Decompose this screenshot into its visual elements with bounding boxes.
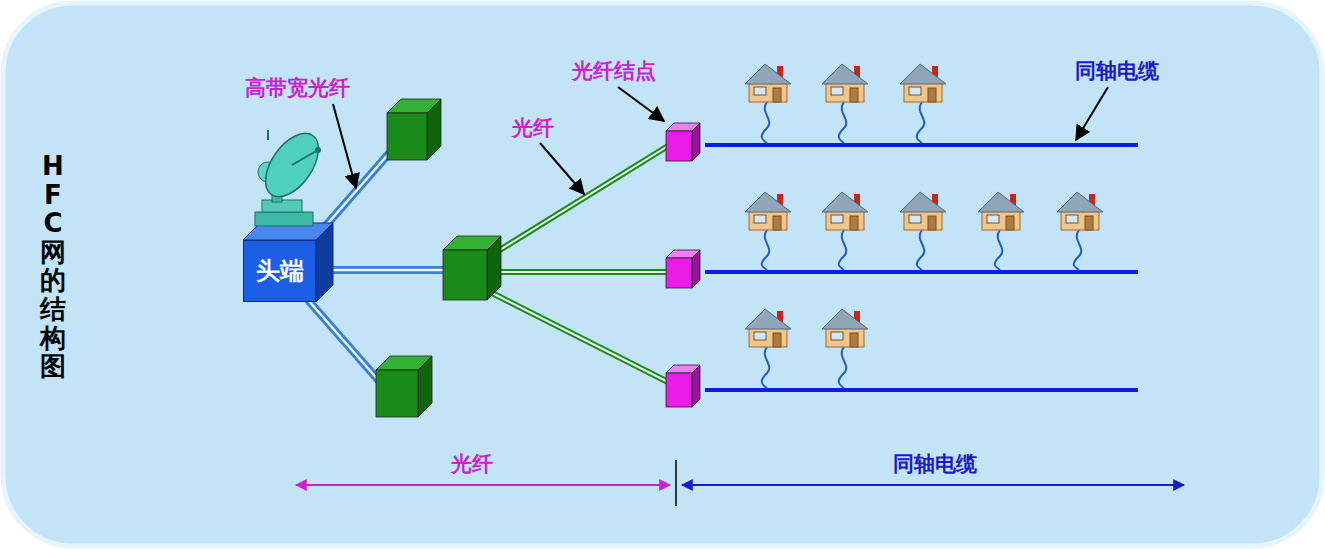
house-roof	[745, 64, 791, 84]
cable-label: 光纤	[512, 114, 554, 142]
house-window	[1066, 215, 1078, 223]
house-door	[928, 88, 936, 102]
span-arrows	[296, 460, 1184, 506]
drop-cable	[762, 102, 770, 143]
background-panel	[3, 3, 1322, 546]
house-wall	[826, 82, 864, 102]
cable-label: 同轴电缆	[1075, 57, 1159, 85]
leader-lines	[333, 87, 1108, 194]
house-wall	[749, 82, 787, 102]
house-door	[850, 333, 858, 347]
equipment-cubes	[376, 99, 700, 417]
house-wall	[904, 210, 942, 230]
optical-transmitter	[376, 356, 432, 417]
cube-side	[316, 223, 333, 302]
drop-cable	[917, 230, 925, 270]
house-door	[1006, 216, 1014, 230]
high-bandwidth-fibers	[308, 150, 446, 382]
house-door	[773, 88, 781, 102]
house	[900, 192, 946, 270]
cube-front	[387, 113, 427, 160]
house-wall	[826, 327, 864, 347]
drop-cable	[762, 347, 770, 388]
span-label: 同轴电缆	[893, 450, 977, 478]
node-label: 头端	[256, 255, 304, 287]
house	[745, 192, 791, 270]
drop-cable	[839, 230, 847, 270]
cube-front	[666, 258, 692, 288]
house	[745, 64, 791, 143]
house-roof	[900, 64, 946, 84]
house-door	[928, 216, 936, 230]
cube-front	[666, 131, 692, 161]
cube-side	[692, 123, 700, 161]
house-window	[909, 215, 921, 223]
house-roof	[745, 192, 791, 212]
fiber-node	[666, 250, 700, 288]
house-window	[754, 332, 766, 340]
fiber-node	[666, 123, 700, 161]
houses	[745, 64, 1103, 388]
house	[1057, 192, 1103, 270]
cube-side	[418, 356, 432, 417]
house-door	[773, 216, 781, 230]
house-roof	[900, 192, 946, 212]
drop-cable	[1074, 230, 1082, 270]
house-wall	[749, 327, 787, 347]
span-label: 光纤	[451, 450, 493, 478]
house-window	[754, 215, 766, 223]
house	[822, 64, 868, 143]
house-wall	[982, 210, 1020, 230]
diagram-title: HFC 网的结构图	[40, 152, 66, 381]
cube-side	[692, 250, 700, 288]
optical-transmitter	[387, 99, 441, 160]
house	[900, 64, 946, 143]
house	[745, 309, 791, 388]
house-roof	[822, 309, 868, 329]
head-end-box: 头端	[243, 240, 316, 302]
house-wall	[826, 210, 864, 230]
house-window	[909, 87, 921, 95]
satellite-dish	[255, 124, 329, 226]
cube-front	[376, 370, 418, 417]
house-roof	[978, 192, 1024, 212]
house-wall	[904, 82, 942, 102]
cube-side	[487, 236, 501, 300]
house-roof	[822, 64, 868, 84]
cube-side	[692, 365, 700, 407]
drop-cable	[762, 230, 770, 270]
house-window	[831, 87, 843, 95]
house-door	[850, 216, 858, 230]
house	[822, 309, 868, 388]
head-end-cube	[243, 223, 333, 302]
drop-cable	[839, 102, 847, 143]
house-wall	[749, 210, 787, 230]
house-roof	[822, 192, 868, 212]
house-door	[773, 333, 781, 347]
drop-cable	[839, 347, 847, 388]
cube-front	[443, 250, 487, 300]
cable-label: 高带宽光纤	[245, 74, 350, 102]
house-window	[831, 215, 843, 223]
house-door	[1085, 216, 1093, 230]
drop-cable	[917, 102, 925, 143]
house-window	[754, 87, 766, 95]
house-wall	[1061, 210, 1099, 230]
drop-cable	[995, 230, 1003, 270]
optical-transmitter	[443, 236, 501, 300]
house-roof	[745, 309, 791, 329]
house-window	[831, 332, 843, 340]
house-roof	[1057, 192, 1103, 212]
fiber-node	[666, 365, 700, 407]
coax-cables	[705, 145, 1138, 390]
house-window	[987, 215, 999, 223]
house-door	[850, 88, 858, 102]
fibers	[490, 146, 668, 382]
house	[978, 192, 1024, 270]
callout-label: 光纤结点	[572, 57, 656, 85]
cube-side	[427, 99, 441, 160]
house	[822, 192, 868, 270]
cube-front	[666, 373, 692, 407]
